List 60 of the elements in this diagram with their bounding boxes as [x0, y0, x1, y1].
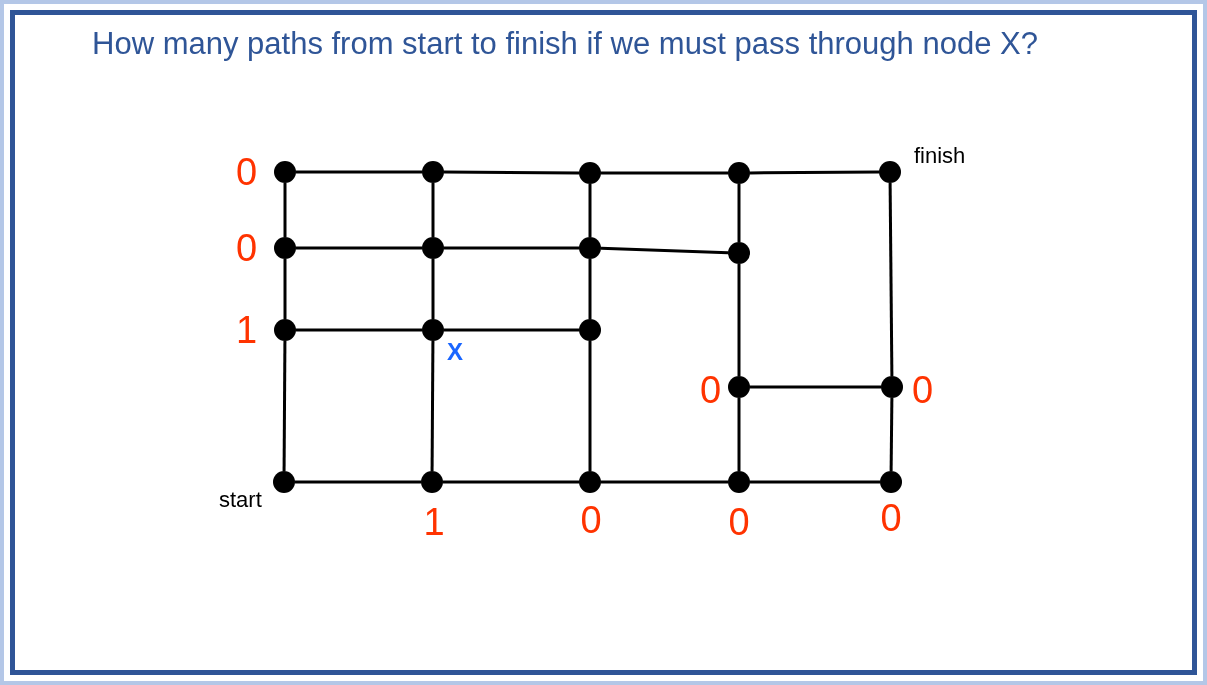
edge-line: [601, 480, 728, 484]
edge-line: [588, 259, 592, 319]
edge-line: [295, 480, 421, 484]
edge-line: [588, 341, 592, 471]
edge-line: [588, 184, 592, 237]
edge-line: [296, 328, 422, 332]
edge-line: [750, 385, 881, 389]
path-count: 1: [236, 311, 258, 349]
edge-line: [430, 341, 435, 471]
node-dot: [579, 319, 601, 341]
edge-line: [750, 480, 880, 484]
edge-line: [444, 170, 579, 175]
edge-line: [283, 259, 287, 319]
path-count: 0: [728, 503, 750, 541]
node-dot: [728, 471, 750, 493]
edge-line: [600, 246, 729, 255]
node-label: start: [219, 489, 262, 511]
path-count: 0: [236, 153, 258, 191]
path-count: 0: [236, 229, 258, 267]
edge-line: [444, 246, 579, 250]
edge-line: [888, 183, 894, 376]
node-dot: [421, 471, 443, 493]
node-dot: [728, 162, 750, 184]
node-dot: [579, 162, 601, 184]
node-dot: [274, 319, 296, 341]
edge-line: [601, 171, 728, 175]
node-dot: [579, 237, 601, 259]
path-count: 0: [880, 499, 902, 537]
node-name: X: [447, 340, 463, 364]
node-dot: [273, 471, 295, 493]
edge-line: [444, 328, 579, 332]
edge-line: [443, 480, 579, 484]
node-dot: [881, 376, 903, 398]
node-dot: [579, 471, 601, 493]
edge-line: [889, 398, 894, 471]
edge-line: [283, 183, 287, 237]
node-dot: [880, 471, 902, 493]
path-count: 0: [580, 501, 602, 539]
edge-line: [737, 264, 741, 376]
node-dot: [728, 242, 750, 264]
node-dot: [422, 319, 444, 341]
path-count: 1: [423, 503, 445, 541]
node-dot: [274, 237, 296, 259]
node-dot: [422, 161, 444, 183]
edge-line: [296, 170, 422, 174]
node-dot: [879, 161, 901, 183]
edge-line: [431, 259, 435, 319]
edge-line: [737, 398, 741, 471]
edge-line: [282, 341, 287, 471]
node-dot: [728, 376, 750, 398]
title: How many paths from start to finish if we must pass through node X?: [92, 26, 1038, 62]
edge-line: [750, 170, 879, 175]
node-dot: [274, 161, 296, 183]
edge-line: [737, 184, 741, 242]
edge-line: [431, 183, 435, 237]
node-dot: [422, 237, 444, 259]
path-count: 0: [912, 371, 934, 409]
node-label: finish: [914, 145, 966, 167]
path-count: 0: [700, 371, 722, 409]
edge-line: [296, 246, 422, 250]
